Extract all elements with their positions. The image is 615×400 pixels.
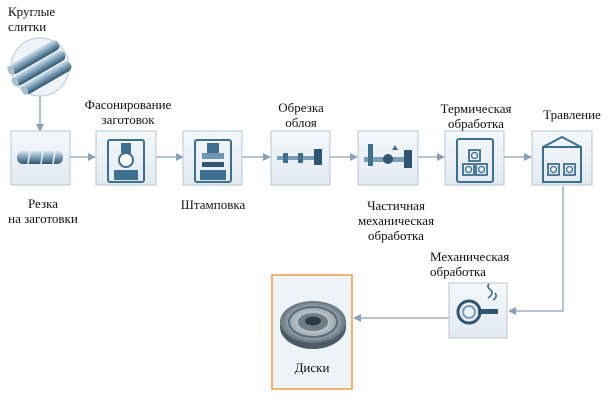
label-machining-line1: Механическая bbox=[430, 249, 510, 264]
label-ingots: Круглые слитки bbox=[8, 4, 72, 34]
stamping-press-icon bbox=[194, 139, 232, 183]
label-ingots-line2: слитки bbox=[8, 19, 47, 34]
preforming-node bbox=[95, 130, 157, 186]
label-partial-line1: Частичная bbox=[367, 198, 425, 213]
label-etching-line1: Травление bbox=[543, 107, 601, 122]
label-stamping-line1: Штамповка bbox=[180, 197, 246, 212]
label-preforming-line1: Фасонирование bbox=[84, 97, 172, 112]
stamping-node bbox=[182, 130, 243, 186]
label-disks: Диски bbox=[272, 360, 352, 375]
label-disks-line1: Диски bbox=[294, 360, 330, 375]
cutting-node bbox=[10, 130, 71, 186]
heat-treatment-node bbox=[444, 130, 505, 186]
label-deflashing-line2: облоя bbox=[285, 115, 317, 130]
furnace-icon bbox=[456, 138, 494, 183]
label-etching: Травление bbox=[534, 107, 610, 122]
machining-disk-icon bbox=[456, 283, 498, 325]
label-partial-line3: обработка bbox=[368, 228, 424, 243]
label-deflashing: Обрезка облоя bbox=[266, 100, 336, 130]
label-partial-line2: механическая bbox=[357, 213, 435, 228]
shaft-icon bbox=[277, 149, 322, 165]
ingots-icon bbox=[7, 37, 72, 97]
edge-etching-machining bbox=[508, 186, 564, 315]
etching-node bbox=[531, 130, 593, 186]
label-cutting: Резка на заготовки bbox=[0, 196, 86, 226]
etching-tank-icon bbox=[542, 135, 582, 183]
machining-node bbox=[448, 282, 508, 339]
label-heat-line2: обработка bbox=[448, 116, 504, 131]
label-preforming-line2: заготовок bbox=[101, 112, 155, 127]
disk-icon bbox=[280, 301, 346, 349]
label-machining-line2: обработка bbox=[430, 264, 486, 279]
label-cutting-line2: на заготовки bbox=[8, 211, 78, 226]
billet-icon bbox=[17, 150, 63, 165]
lathe-icon bbox=[364, 144, 412, 168]
label-deflashing-line1: Обрезка bbox=[278, 100, 324, 115]
deflashing-node bbox=[270, 130, 331, 186]
disks-node bbox=[271, 274, 353, 390]
label-stamping: Штамповка bbox=[172, 197, 254, 212]
label-cutting-line1: Резка bbox=[27, 196, 58, 211]
partial-machining-node bbox=[357, 130, 419, 186]
label-ingots-line1: Круглые bbox=[8, 4, 56, 19]
label-heat-treatment: Термическая обработка bbox=[436, 101, 516, 131]
connectors bbox=[36, 95, 564, 322]
label-machining: Механическая обработка bbox=[430, 249, 530, 279]
label-heat-line1: Термическая bbox=[440, 101, 512, 116]
label-preforming: Фасонирование заготовок bbox=[80, 97, 176, 127]
label-partial-machining: Частичная механическая обработка bbox=[350, 198, 442, 243]
press-icon bbox=[107, 139, 145, 183]
